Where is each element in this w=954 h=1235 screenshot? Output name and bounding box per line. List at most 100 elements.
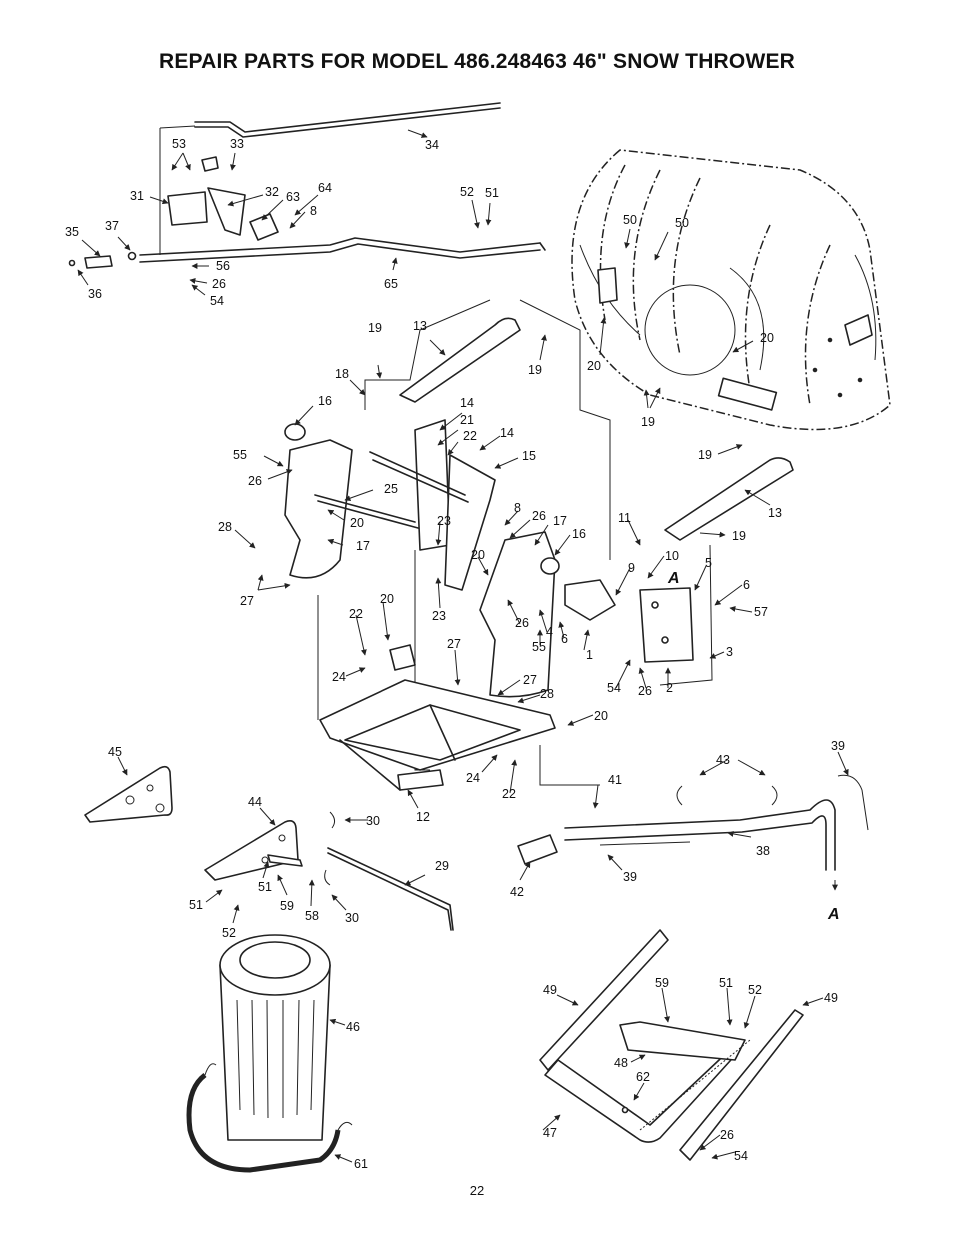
label-part-18: 18 xyxy=(335,367,349,381)
label-part-35: 35 xyxy=(65,225,79,239)
part-number-labels: 34 53 33 31 32 63 64 8 35 37 36 56 26 54… xyxy=(65,137,845,1171)
bracket-45-drawing xyxy=(84,765,173,823)
label-part-61: 61 xyxy=(354,1157,368,1171)
label-part-31: 31 xyxy=(130,189,144,203)
label-part-6a: 6 xyxy=(743,578,750,592)
label-part-38: 38 xyxy=(756,844,770,858)
label-part-17b: 17 xyxy=(553,514,567,528)
label-part-20b: 20 xyxy=(587,359,601,373)
label-part-26c: 26 xyxy=(532,509,546,523)
label-part-20f: 20 xyxy=(594,709,608,723)
label-part-29: 29 xyxy=(435,859,449,873)
label-part-33: 33 xyxy=(230,137,244,151)
label-part-16a: 16 xyxy=(318,394,332,408)
label-part-28a: 28 xyxy=(218,520,232,534)
lift-linkage-drawing xyxy=(284,317,794,698)
callout-a-bottom: A xyxy=(827,906,840,923)
label-part-26f: 26 xyxy=(720,1128,734,1142)
label-part-28b: 28 xyxy=(540,687,554,701)
label-part-52c: 52 xyxy=(748,983,762,997)
label-part-19a: 19 xyxy=(641,415,655,429)
label-part-48: 48 xyxy=(614,1056,628,1070)
label-part-19c: 19 xyxy=(528,363,542,377)
label-part-32: 32 xyxy=(265,185,279,199)
label-part-42: 42 xyxy=(510,885,524,899)
label-part-52b: 52 xyxy=(222,926,236,940)
label-part-30a: 30 xyxy=(366,814,380,828)
label-part-4: 4 xyxy=(546,625,553,639)
label-part-26b: 26 xyxy=(248,474,262,488)
label-part-50a: 50 xyxy=(623,213,637,227)
label-part-26e: 26 xyxy=(515,616,529,630)
handle-38-drawing xyxy=(517,774,869,871)
label-part-6b: 6 xyxy=(561,632,568,646)
label-part-27a: 27 xyxy=(240,594,254,608)
label-part-19d: 19 xyxy=(698,448,712,462)
label-part-14a: 14 xyxy=(460,396,474,410)
label-part-54c: 54 xyxy=(734,1149,748,1163)
label-part-12: 12 xyxy=(416,810,430,824)
label-part-43: 43 xyxy=(716,753,730,767)
label-part-23a: 23 xyxy=(437,514,451,528)
label-part-20c: 20 xyxy=(350,516,364,530)
label-part-14b: 14 xyxy=(500,426,514,440)
label-part-56: 56 xyxy=(216,259,230,273)
label-part-39b: 39 xyxy=(623,870,637,884)
weight-bracket-assembly-drawing xyxy=(539,929,804,1161)
label-part-30b: 30 xyxy=(345,911,359,925)
label-part-21: 21 xyxy=(460,413,474,427)
label-part-59a: 59 xyxy=(280,899,294,913)
label-part-55b: 55 xyxy=(532,640,546,654)
rod-29-drawing xyxy=(324,811,454,931)
label-part-5: 5 xyxy=(705,556,712,570)
label-part-57: 57 xyxy=(754,605,768,619)
label-part-8b: 8 xyxy=(514,501,521,515)
label-part-44: 44 xyxy=(248,795,262,809)
label-part-16b: 16 xyxy=(572,527,586,541)
control-rods-assembly xyxy=(68,102,546,269)
label-part-65: 65 xyxy=(384,277,398,291)
label-part-19b: 19 xyxy=(368,321,382,335)
label-part-34: 34 xyxy=(425,138,439,152)
label-part-51d: 51 xyxy=(719,976,733,990)
label-part-51a: 51 xyxy=(485,186,499,200)
label-part-55a: 55 xyxy=(233,448,247,462)
page-number: 22 xyxy=(469,1183,485,1198)
cover-46-drawing xyxy=(186,934,353,1173)
label-part-47: 47 xyxy=(543,1126,557,1140)
label-part-54b: 54 xyxy=(607,681,621,695)
label-part-20e: 20 xyxy=(380,592,394,606)
bracket-44-drawing xyxy=(204,820,303,881)
label-part-9: 9 xyxy=(628,561,635,575)
label-part-19e: 19 xyxy=(732,529,746,543)
label-part-26a: 26 xyxy=(212,277,226,291)
callout-a-top: A xyxy=(667,570,680,587)
page-title: REPAIR PARTS FOR MODEL 486.248463 46" SN… xyxy=(158,50,796,73)
label-part-10: 10 xyxy=(665,549,679,563)
label-part-51b: 51 xyxy=(258,880,272,894)
label-part-39a: 39 xyxy=(831,739,845,753)
label-part-13b: 13 xyxy=(768,506,782,520)
label-part-24b: 24 xyxy=(466,771,480,785)
label-part-46: 46 xyxy=(346,1020,360,1034)
label-part-36: 36 xyxy=(88,287,102,301)
label-part-23b: 23 xyxy=(432,609,446,623)
label-part-3: 3 xyxy=(726,645,733,659)
leader-lines xyxy=(77,129,849,1163)
label-part-20a: 20 xyxy=(760,331,774,345)
label-part-22c: 22 xyxy=(502,787,516,801)
label-part-2: 2 xyxy=(666,681,673,695)
label-part-13a: 13 xyxy=(413,319,427,333)
label-part-1: 1 xyxy=(586,648,593,662)
label-part-22a: 22 xyxy=(463,429,477,443)
label-part-51c: 51 xyxy=(189,898,203,912)
label-part-27c: 27 xyxy=(523,673,537,687)
label-part-26d: 26 xyxy=(638,684,652,698)
label-part-37: 37 xyxy=(105,219,119,233)
label-part-25: 25 xyxy=(384,482,398,496)
label-part-41: 41 xyxy=(608,773,622,787)
label-part-45: 45 xyxy=(108,745,122,759)
label-part-58: 58 xyxy=(305,909,319,923)
label-part-52a: 52 xyxy=(460,185,474,199)
